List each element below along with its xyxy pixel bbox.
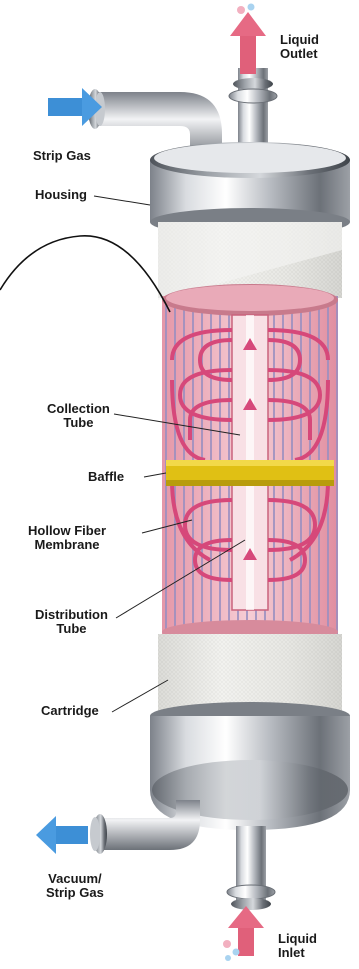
label-cartridge: Cartridge (41, 704, 99, 718)
vacuum-pipe (90, 800, 200, 854)
hand-drawn-curve (0, 236, 170, 312)
label-vacuum-strip-gas: Vacuum/Strip Gas (46, 872, 104, 900)
housing-top-cap (150, 142, 350, 236)
top-outlet-pipe (229, 68, 277, 150)
bottom-inlet-pipe (227, 826, 275, 910)
label-housing: Housing (35, 188, 87, 202)
baffle (166, 460, 334, 486)
vacuum-arrow-icon (36, 816, 88, 854)
label-strip-gas: Strip Gas (33, 149, 91, 163)
label-baffle: Baffle (88, 470, 124, 484)
liquid-outlet-arrow-icon (230, 4, 266, 75)
liquid-inlet-arrow-icon (223, 906, 264, 961)
